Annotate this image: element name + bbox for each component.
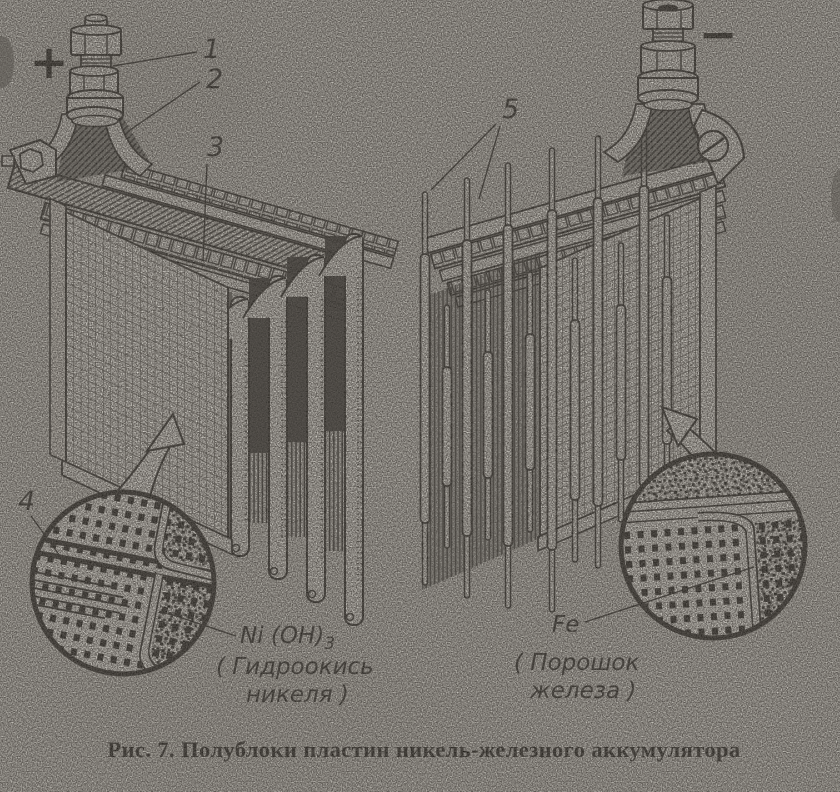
scanned-figure-page: + − 1 2 3 4 5 Ni (OH)3 ( Гидроокись нике…: [0, 0, 840, 792]
scan-grain-overlay: [0, 0, 840, 792]
figure-illustration: + − 1 2 3 4 5 Ni (OH)3 ( Гидроокись нике…: [0, 0, 840, 792]
